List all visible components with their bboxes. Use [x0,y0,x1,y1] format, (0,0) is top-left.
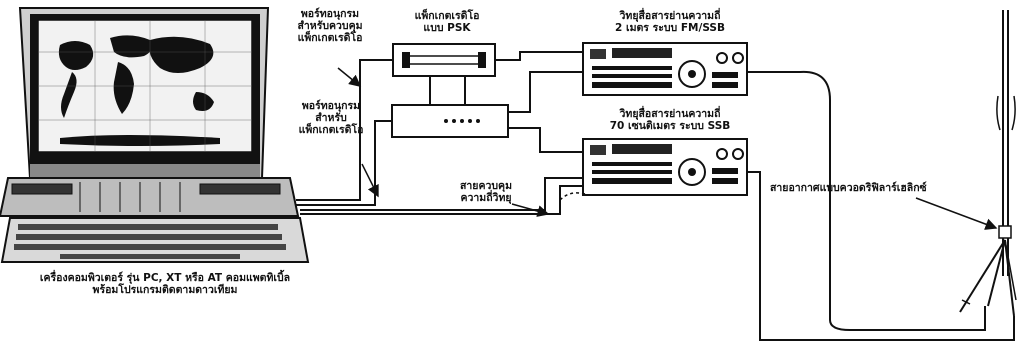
label-control-port-line1: พอร์ทอนุกรม [280,8,380,20]
label-computer: เครื่องคอมพิวเตอร์ รุ่น PC, XT หรือ AT ค… [0,272,330,296]
label-computer-line2: พร้อมโปรแกรมติดตามดาวเทียม [0,284,330,296]
radio-70cm [583,139,747,195]
label-control-port-line3: แพ็กเกตเรดิโอ [280,32,380,44]
label-radio-2m-line1: วิทยุสื่อสารย่านความถี่ [578,10,762,22]
label-radio-control-line2: ความถี่วิทยุ [446,192,526,204]
antenna [960,10,1016,316]
label-packet-port: พอร์ทอนุกรม สำหรับ แพ็กเกตเรดิโอ [282,100,380,136]
label-radio-2m: วิทยุสื่อสารย่านความถี่ 2 เมตร ระบบ FM/S… [578,10,762,34]
label-radio-70cm: วิทยุสื่อสารย่านความถี่ 70 เซนติเมตร ระบ… [578,108,762,132]
computer [0,8,308,262]
label-radio-2m-line2: 2 เมตร ระบบ FM/SSB [578,22,762,34]
label-packet-port-line2: สำหรับ [282,112,380,124]
label-radio-70cm-line1: วิทยุสื่อสารย่านความถี่ [578,108,762,120]
label-radio-control-line1: สายควบคุม [446,180,526,192]
label-radio-70cm-line2: 70 เซนติเมตร ระบบ SSB [578,120,762,132]
label-packet-port-line1: พอร์ทอนุกรม [282,100,380,112]
label-psk-modem-line2: แบบ PSK [392,22,502,34]
label-antenna: สายอากาศแบบควอดริฟิลาร์เฮลิกซ์ [770,182,927,194]
label-radio-control: สายควบคุม ความถี่วิทยุ [446,180,526,204]
label-psk-modem: แพ็กเกตเรดิโอ แบบ PSK [392,10,502,34]
label-control-port-line2: สำหรับควบคุม [280,20,380,32]
radio-2m [583,43,747,95]
psk-modem [393,44,495,76]
label-packet-port-line3: แพ็กเกตเรดิโอ [282,124,380,136]
tnc [392,105,508,137]
label-computer-line1: เครื่องคอมพิวเตอร์ รุ่น PC, XT หรือ AT ค… [0,272,330,284]
label-psk-modem-line1: แพ็กเกตเรดิโอ [392,10,502,22]
label-control-port: พอร์ทอนุกรม สำหรับควบคุม แพ็กเกตเรดิโอ [280,8,380,44]
